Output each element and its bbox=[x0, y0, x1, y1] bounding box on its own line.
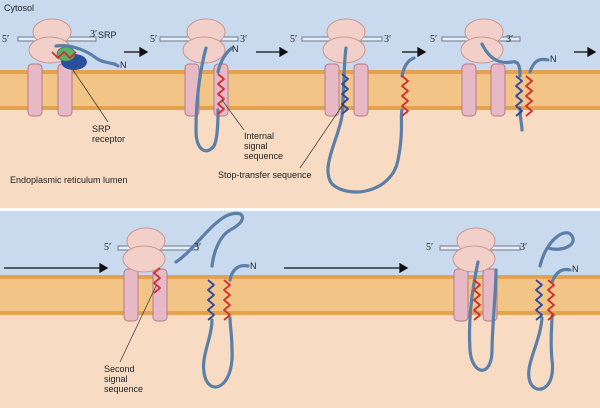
chain-5-lumen bbox=[201, 316, 234, 389]
arrow-5 bbox=[4, 262, 109, 274]
chain-4-lumen bbox=[518, 106, 524, 132]
n-terminus-1: N bbox=[120, 60, 127, 70]
label-internal-signal-sequence: Internal signal sequence bbox=[244, 131, 284, 161]
stop-transfer-seq-3 bbox=[341, 73, 349, 115]
second-signal-seq-5 bbox=[153, 267, 161, 294]
arrow-1 bbox=[124, 46, 149, 58]
er-membrane-bottom bbox=[0, 275, 600, 315]
chain-2-loop bbox=[194, 46, 220, 153]
process-arrows bbox=[4, 46, 597, 274]
translocon-6-left bbox=[453, 268, 469, 322]
chain-4-n bbox=[528, 57, 550, 74]
stop-transfer-seq-5 bbox=[207, 279, 215, 321]
leader-second-signal bbox=[119, 285, 157, 363]
five-prime-4: 5′ bbox=[430, 34, 438, 45]
label-cytosol: Cytosol bbox=[4, 3, 35, 13]
stop-transfer-seq-6 bbox=[535, 279, 543, 321]
label-second-signal-sequence: Second signal sequence bbox=[104, 364, 144, 394]
ribosome-6 bbox=[452, 227, 496, 273]
chain-5-cyto bbox=[174, 211, 244, 268]
label-srp: SRP bbox=[98, 30, 117, 40]
five-prime-3: 5′ bbox=[290, 34, 298, 45]
translocon-5-right bbox=[152, 268, 168, 322]
translocon-2-right bbox=[213, 63, 229, 117]
arrow-3 bbox=[402, 46, 427, 58]
signal-seq-4 bbox=[525, 75, 533, 117]
five-prime-2: 5′ bbox=[150, 34, 158, 45]
ribosome-5 bbox=[122, 227, 166, 273]
chain-6-loop bbox=[467, 260, 498, 372]
chain-2-n bbox=[216, 46, 234, 74]
translocon-1-left bbox=[27, 63, 43, 117]
arrow-6 bbox=[284, 262, 409, 274]
chain-6-lumen bbox=[527, 314, 555, 391]
three-prime-1: 3′ bbox=[90, 29, 98, 40]
translocon-1-right bbox=[57, 63, 73, 117]
five-prime-1: 5′ bbox=[2, 34, 10, 45]
five-prime-6: 5′ bbox=[426, 242, 434, 253]
chain-1 bbox=[54, 44, 120, 68]
label-stop-transfer-sequence: Stop-transfer sequence bbox=[218, 170, 312, 180]
three-prime-4: 3′ bbox=[506, 34, 514, 45]
five-prime-5: 5′ bbox=[104, 242, 112, 253]
transmembrane-sequences bbox=[51, 51, 555, 321]
signal-seq-6 bbox=[547, 279, 555, 321]
signal-seq-3 bbox=[401, 75, 409, 117]
signal-seq-1 bbox=[51, 51, 77, 59]
second-signal-seq-6 bbox=[473, 279, 481, 321]
internal-signal-seq-2 bbox=[217, 73, 225, 115]
translocon-5-left bbox=[123, 268, 139, 322]
leader-lines bbox=[72, 69, 347, 363]
chain-6-n bbox=[550, 267, 572, 284]
chain-4-top bbox=[480, 42, 522, 78]
translocon-4-left bbox=[461, 63, 477, 117]
arrow-2 bbox=[256, 46, 289, 58]
label-srp-receptor: SRP receptor bbox=[92, 124, 126, 144]
translocon-3-left bbox=[324, 63, 340, 117]
ribosome-4 bbox=[460, 18, 504, 64]
three-prime-6: 3′ bbox=[520, 242, 528, 253]
three-prime-5: 3′ bbox=[194, 242, 202, 253]
three-prime-2: 3′ bbox=[240, 34, 248, 45]
chain-3-n bbox=[400, 56, 416, 78]
translocon-channels bbox=[27, 63, 506, 322]
chain-5-n bbox=[228, 264, 250, 282]
polypeptide-chains bbox=[54, 42, 575, 391]
n-terminus-6: N bbox=[572, 264, 579, 274]
label-er-lumen: Endoplasmic reticulum lumen bbox=[10, 175, 128, 185]
three-prime-3: 3′ bbox=[384, 34, 392, 45]
stop-transfer-seq-4 bbox=[515, 75, 523, 117]
leader-stop-transfer bbox=[299, 99, 347, 169]
ribosome-3 bbox=[322, 18, 366, 64]
leader-srp-receptor bbox=[72, 69, 109, 123]
translocon-4-right bbox=[490, 63, 506, 117]
leader-internal-signal bbox=[221, 99, 245, 131]
arrow-4 bbox=[574, 46, 597, 58]
chain-6-cyto bbox=[538, 231, 575, 268]
n-terminus-2: N bbox=[232, 44, 239, 54]
signal-seq-5 bbox=[223, 279, 231, 321]
er-membrane-top bbox=[0, 70, 600, 110]
panel-divider bbox=[0, 208, 600, 211]
translocon-3-right bbox=[353, 63, 369, 117]
cytosol-region-bottom bbox=[0, 211, 600, 275]
n-terminus-4: N bbox=[550, 54, 557, 64]
n-terminus-5: N bbox=[250, 261, 257, 271]
